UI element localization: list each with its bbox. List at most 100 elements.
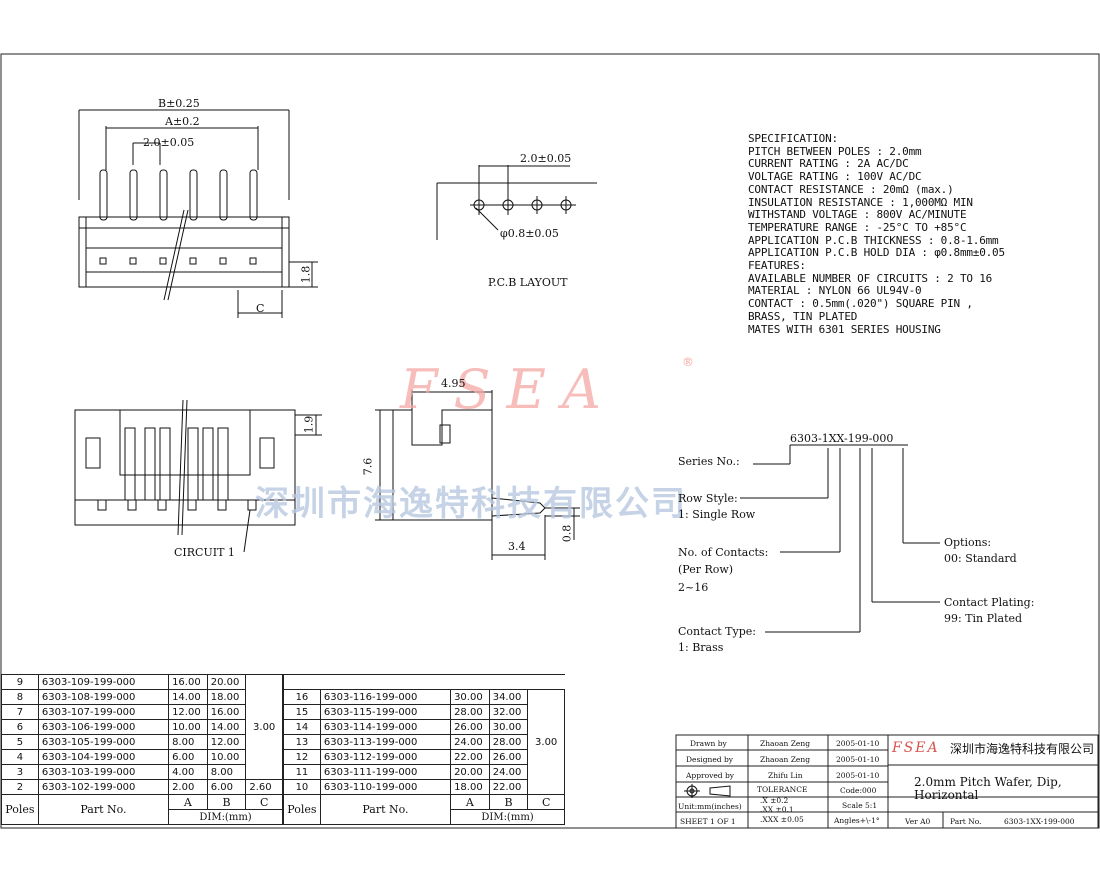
plating-label: Contact Plating: — [944, 596, 1035, 609]
empty-cell — [450, 674, 490, 690]
cell-b: 22.00 — [488, 779, 529, 795]
header-poles: Poles — [1, 794, 39, 825]
spec-line: WITHSTAND VOLTAGE : 800V AC/MINUTE — [748, 208, 967, 222]
cell-b: 26.00 — [488, 749, 529, 765]
drawn-by-value: Zhaoan Zeng — [760, 739, 810, 748]
tol-x: .X ±0.2 — [760, 796, 789, 805]
cell-part: 6303-104-199-000 — [37, 749, 170, 765]
cell-poles: 6 — [1, 719, 39, 735]
cell-part: 6303-111-199-000 — [319, 764, 452, 780]
cell-a: 12.00 — [168, 704, 208, 720]
empty-cell — [527, 674, 565, 690]
cell-poles: 2 — [1, 779, 39, 795]
part-code: 6303-1XX-199-000 — [790, 432, 894, 445]
cell-b: 30.00 — [488, 719, 529, 735]
dim-a-label: A±0.2 — [165, 115, 200, 128]
cell-poles: 9 — [1, 674, 39, 690]
spec-line: CONTACT RESISTANCE : 20mΩ (max.) — [748, 182, 954, 196]
dim-pcb-pitch-label: 2.0±0.05 — [520, 152, 572, 165]
partno-label: Part No. — [950, 817, 982, 826]
spec-line: CONTACT : 0.5mm(.020") SQUARE PIN , — [748, 297, 973, 311]
spec-line: CURRENT RATING : 2A AC/DC — [748, 157, 909, 171]
cell-poles: 16 — [283, 689, 321, 705]
title-block-grid — [675, 734, 1099, 829]
dim-1-8-label: 1.8 — [299, 265, 313, 284]
spec-line: FEATURES: — [748, 259, 806, 273]
header-dim: DIM:(mm) — [168, 809, 283, 825]
cell-b: 28.00 — [488, 734, 529, 750]
cell-part: 6303-108-199-000 — [37, 689, 170, 705]
spec-line: MATERIAL : NYLON 66 UL94V-0 — [748, 284, 922, 298]
contacts-label: No. of Contacts: — [678, 546, 769, 559]
cell-b: 6.00 — [206, 779, 247, 795]
designed-by-value: Zhaoan Zeng — [760, 755, 810, 764]
front-view-drawing — [74, 399, 322, 553]
empty-cell — [283, 674, 321, 690]
dim-7-6-label: 7.6 — [361, 457, 375, 476]
part-code-leaders — [740, 444, 940, 633]
cell-poles: 5 — [1, 734, 39, 750]
approved-date: 2005-01-10 — [836, 771, 880, 780]
dim-c-label: C — [256, 302, 265, 315]
cell-a: 8.00 — [168, 734, 208, 750]
approved-by-label: Approved by — [686, 771, 735, 780]
cell-c: 3.00 — [527, 689, 565, 795]
spec-line: VOLTAGE RATING : 100V AC/DC — [748, 170, 922, 184]
cell-c: 2.60 — [245, 779, 283, 795]
cell-a: 22.00 — [450, 749, 490, 765]
specification-block: SPECIFICATION:PITCH BETWEEN POLES : 2.0m… — [748, 132, 1005, 336]
empty-cell — [320, 674, 451, 690]
cell-a: 4.00 — [168, 764, 208, 780]
cell-part: 6303-106-199-000 — [37, 719, 170, 735]
header-dim: DIM:(mm) — [450, 809, 565, 825]
cell-b: 24.00 — [488, 764, 529, 780]
plating-value: 99: Tin Plated — [944, 612, 1023, 625]
header-b: B — [488, 794, 529, 810]
spec-line: BRASS, TIN PLATED — [748, 309, 858, 323]
cell-a: 6.00 — [168, 749, 208, 765]
units-label: Unit:mm(inches) — [678, 802, 742, 811]
spec-line: PITCH BETWEEN POLES : 2.0mm — [748, 144, 922, 158]
cell-a: 18.00 — [450, 779, 490, 795]
header-a: A — [450, 794, 490, 810]
angles-label: Angles+\-1° — [834, 816, 880, 825]
dim-hole-label: φ0.8±0.05 — [500, 227, 559, 240]
sheet-label: SHEET 1 OF 1 — [680, 817, 736, 826]
row-style-value: 1: Single Row — [678, 508, 756, 521]
cell-part: 6303-103-199-000 — [37, 764, 170, 780]
circuit-1-label: CIRCUIT 1 — [174, 546, 235, 559]
cell-b: 12.00 — [206, 734, 247, 750]
top-view-drawing — [78, 109, 318, 318]
cell-poles: 3 — [1, 764, 39, 780]
header-c: C — [527, 794, 565, 810]
contacts-range: 2~16 — [678, 581, 709, 594]
cell-a: 16.00 — [168, 674, 208, 690]
empty-cell — [489, 674, 528, 690]
spec-line: TEMPERATURE RANGE : -25°C TO +85°C — [748, 220, 967, 234]
dim-pitch-label: 2.0±0.05 — [143, 136, 195, 149]
header-a: A — [168, 794, 208, 810]
cell-part: 6303-115-199-000 — [319, 704, 452, 720]
cell-poles: 12 — [283, 749, 321, 765]
cell-b: 18.00 — [206, 689, 247, 705]
spec-line: MATES WITH 6301 SERIES HOUSING — [748, 322, 941, 336]
header-b: B — [206, 794, 247, 810]
partno-value: 6303-1XX-199-000 — [1004, 817, 1075, 826]
cell-b: 10.00 — [206, 749, 247, 765]
drawn-by-label: Drawn by — [690, 739, 727, 748]
cell-part: 6303-102-199-000 — [37, 779, 170, 795]
cell-poles: 10 — [283, 779, 321, 795]
